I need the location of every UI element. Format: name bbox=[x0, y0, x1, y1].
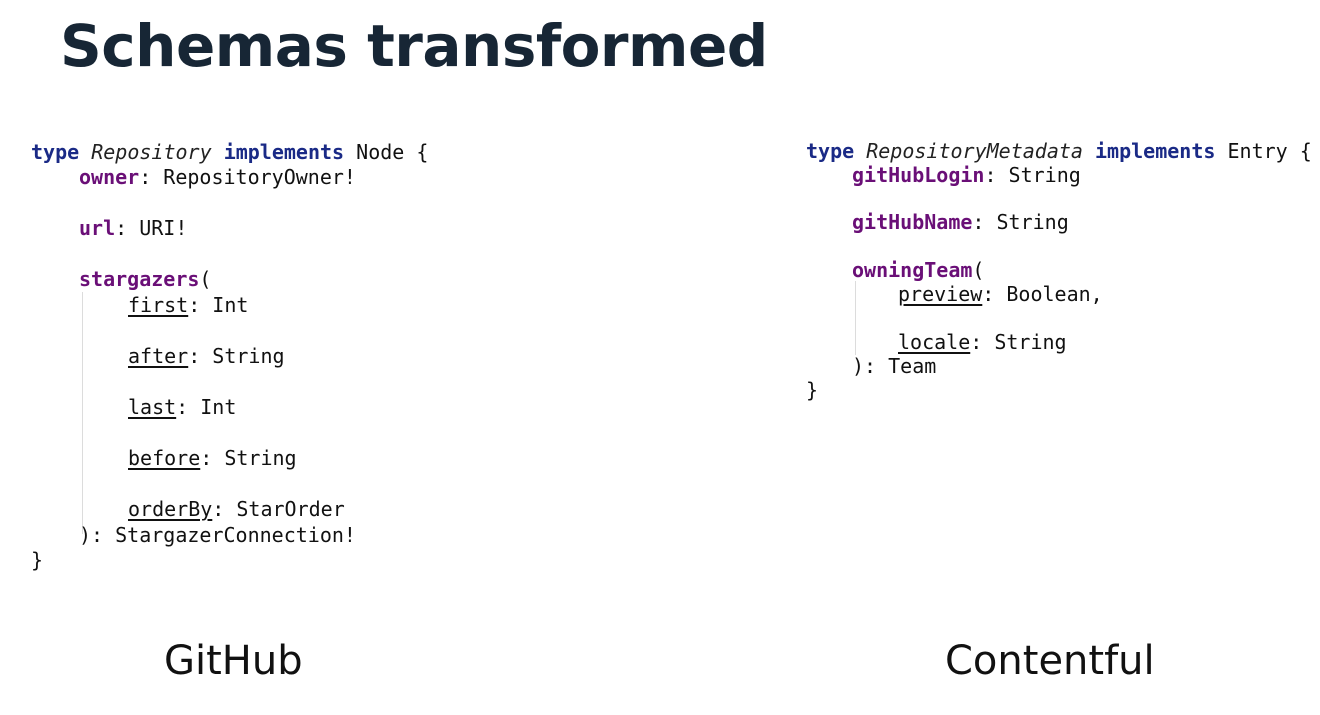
field-type: : String bbox=[984, 163, 1081, 187]
argument-line: before: String bbox=[128, 445, 297, 471]
implements-keyword: implements bbox=[1095, 139, 1216, 163]
type-declaration: type Repository implements Node { bbox=[31, 139, 428, 165]
argument-name: locale bbox=[898, 330, 971, 354]
open-brace: { bbox=[416, 140, 429, 164]
argument-line: last: Int bbox=[128, 394, 236, 420]
method-return-type: ): StargazerConnection! bbox=[79, 523, 356, 547]
method-open-paren: ( bbox=[972, 258, 985, 282]
implements-keyword: implements bbox=[223, 140, 345, 164]
close-brace: } bbox=[31, 547, 43, 573]
method-close-line: ): Team bbox=[852, 353, 936, 379]
field-name: gitHubLogin bbox=[852, 163, 985, 187]
field-type: : RepositoryOwner! bbox=[139, 165, 356, 189]
slide-title: Schemas transformed bbox=[60, 12, 768, 80]
method-name: owningTeam bbox=[852, 258, 973, 282]
argument-name: orderBy bbox=[128, 497, 213, 521]
argument-line: orderBy: StarOrder bbox=[128, 496, 345, 522]
argument-line: locale: String bbox=[898, 329, 1067, 355]
method-line: stargazers( bbox=[79, 266, 211, 292]
contentful-schema-code: type RepositoryMetadata implements Entry… bbox=[806, 138, 1312, 570]
argument-type: : String bbox=[970, 330, 1067, 354]
close-brace-text: } bbox=[806, 378, 819, 402]
argument-line: first: Int bbox=[128, 292, 248, 318]
field-line: gitHubLogin: String bbox=[852, 162, 1081, 188]
argument-name: after bbox=[128, 344, 189, 368]
indent-guide bbox=[855, 281, 856, 355]
argument-name: last bbox=[128, 395, 177, 419]
type-name: RepositoryMetadata bbox=[866, 139, 1083, 163]
argument-name: preview bbox=[898, 282, 983, 306]
field-line: owner: RepositoryOwner! bbox=[79, 164, 356, 190]
field-line: gitHubName: String bbox=[852, 209, 1069, 235]
close-brace-text: } bbox=[31, 548, 44, 572]
type-name: Repository bbox=[91, 140, 212, 164]
argument-type: : String bbox=[188, 344, 285, 368]
argument-type: : Int bbox=[188, 293, 249, 317]
contentful-caption: Contentful bbox=[945, 638, 1155, 684]
type-keyword: type bbox=[31, 140, 80, 164]
argument-line: after: String bbox=[128, 343, 285, 369]
open-brace: { bbox=[1299, 139, 1312, 163]
github-schema-code: type Repository implements Node { owner:… bbox=[31, 139, 428, 715]
interface-name: Entry bbox=[1227, 139, 1288, 163]
argument-type: : StarOrder bbox=[212, 497, 345, 521]
field-name: url bbox=[79, 216, 116, 240]
method-line: owningTeam( bbox=[852, 257, 984, 283]
github-caption: GitHub bbox=[164, 638, 303, 684]
type-keyword: type bbox=[806, 139, 855, 163]
method-close-line: ): StargazerConnection! bbox=[79, 522, 356, 548]
field-type: : String bbox=[972, 210, 1069, 234]
type-declaration: type RepositoryMetadata implements Entry… bbox=[806, 138, 1312, 164]
method-open-paren: ( bbox=[199, 267, 212, 291]
indent-guide bbox=[82, 292, 83, 534]
field-line: url: URI! bbox=[79, 215, 187, 241]
interface-name: Node bbox=[356, 140, 405, 164]
method-name: stargazers bbox=[79, 267, 200, 291]
close-brace: } bbox=[806, 377, 818, 403]
argument-name: first bbox=[128, 293, 189, 317]
argument-name: before bbox=[128, 446, 201, 470]
argument-type: : String bbox=[200, 446, 297, 470]
argument-type: : Boolean, bbox=[982, 282, 1103, 306]
method-return-type: ): Team bbox=[852, 354, 937, 378]
argument-line: preview: Boolean, bbox=[898, 281, 1103, 307]
field-name: gitHubName bbox=[852, 210, 973, 234]
field-name: owner bbox=[79, 165, 140, 189]
field-type: : URI! bbox=[115, 216, 188, 240]
argument-type: : Int bbox=[176, 395, 237, 419]
